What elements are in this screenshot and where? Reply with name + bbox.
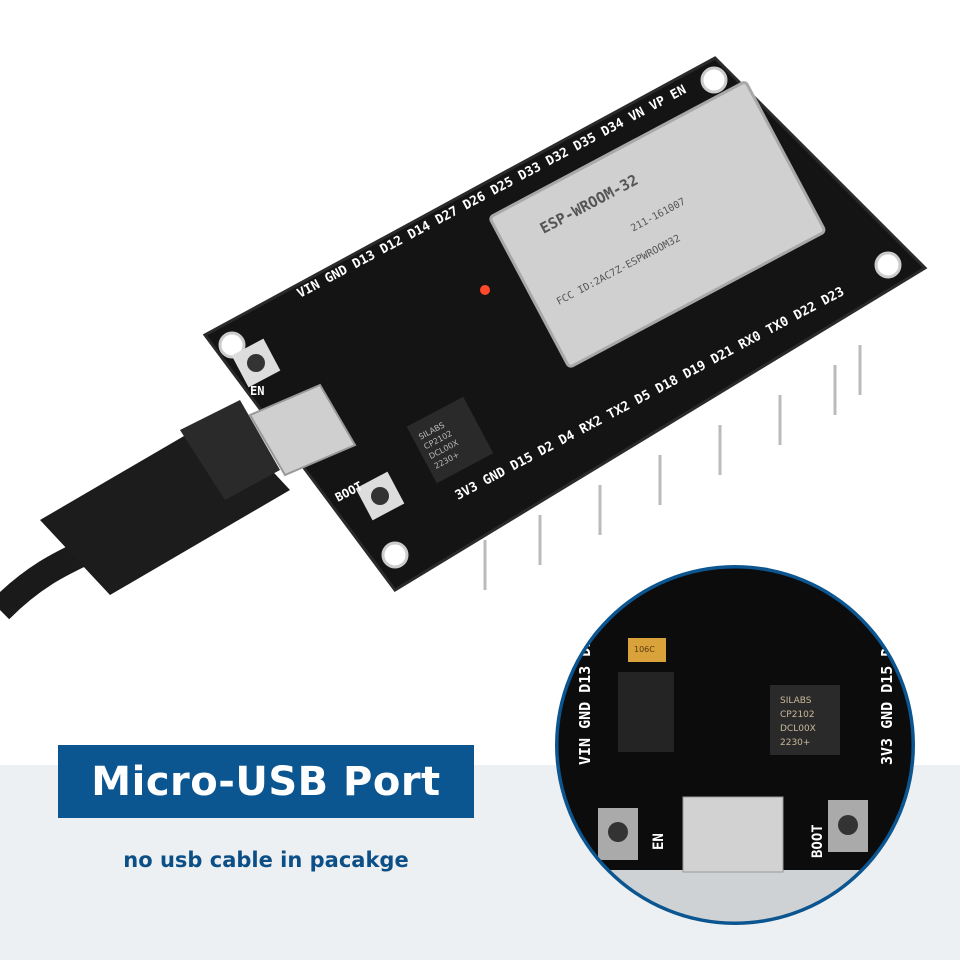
inset-micro-usb-port [682,796,784,873]
svg-text:VIN GND D13 D12: VIN GND D13 D12 [576,630,594,765]
usb-cable [0,400,290,620]
cp2102-chip: SILABS CP2102 DCL00X 2230+ [406,396,494,484]
inset-cp2102-chip [770,685,840,755]
svg-text:BOOT: BOOT [810,824,826,858]
svg-text:SILABS: SILABS [780,696,812,706]
en-label: EN [250,384,264,398]
title-text: Micro-USB Port [91,758,441,805]
title-banner: Micro-USB Port [58,745,474,818]
inset-closeup: 106C SILABS CP2102 DCL00X 2230+ EN BOOT … [555,565,915,925]
power-led [480,285,490,295]
svg-text:CP2102: CP2102 [780,710,815,720]
svg-text:106C: 106C [634,645,655,654]
tantalum-capacitor [628,638,666,662]
subtitle-text: no usb cable in pacakge [123,848,409,872]
esp-wroom-32-module: ESP-WROOM-32 FCC ID:2AC7Z-ESPWROOM32 211… [489,81,826,368]
micro-usb-port [248,383,357,477]
svg-text:DCL00X: DCL00X [780,724,816,734]
svg-text:2230+: 2230+ [780,738,810,748]
mounting-holes [218,66,902,569]
header-pins [483,345,862,590]
svg-text:3V3 GND D15 D2: 3V3 GND D15 D2 [878,639,896,765]
svg-text:EN: EN [651,833,667,850]
voltage-regulator [618,672,674,752]
